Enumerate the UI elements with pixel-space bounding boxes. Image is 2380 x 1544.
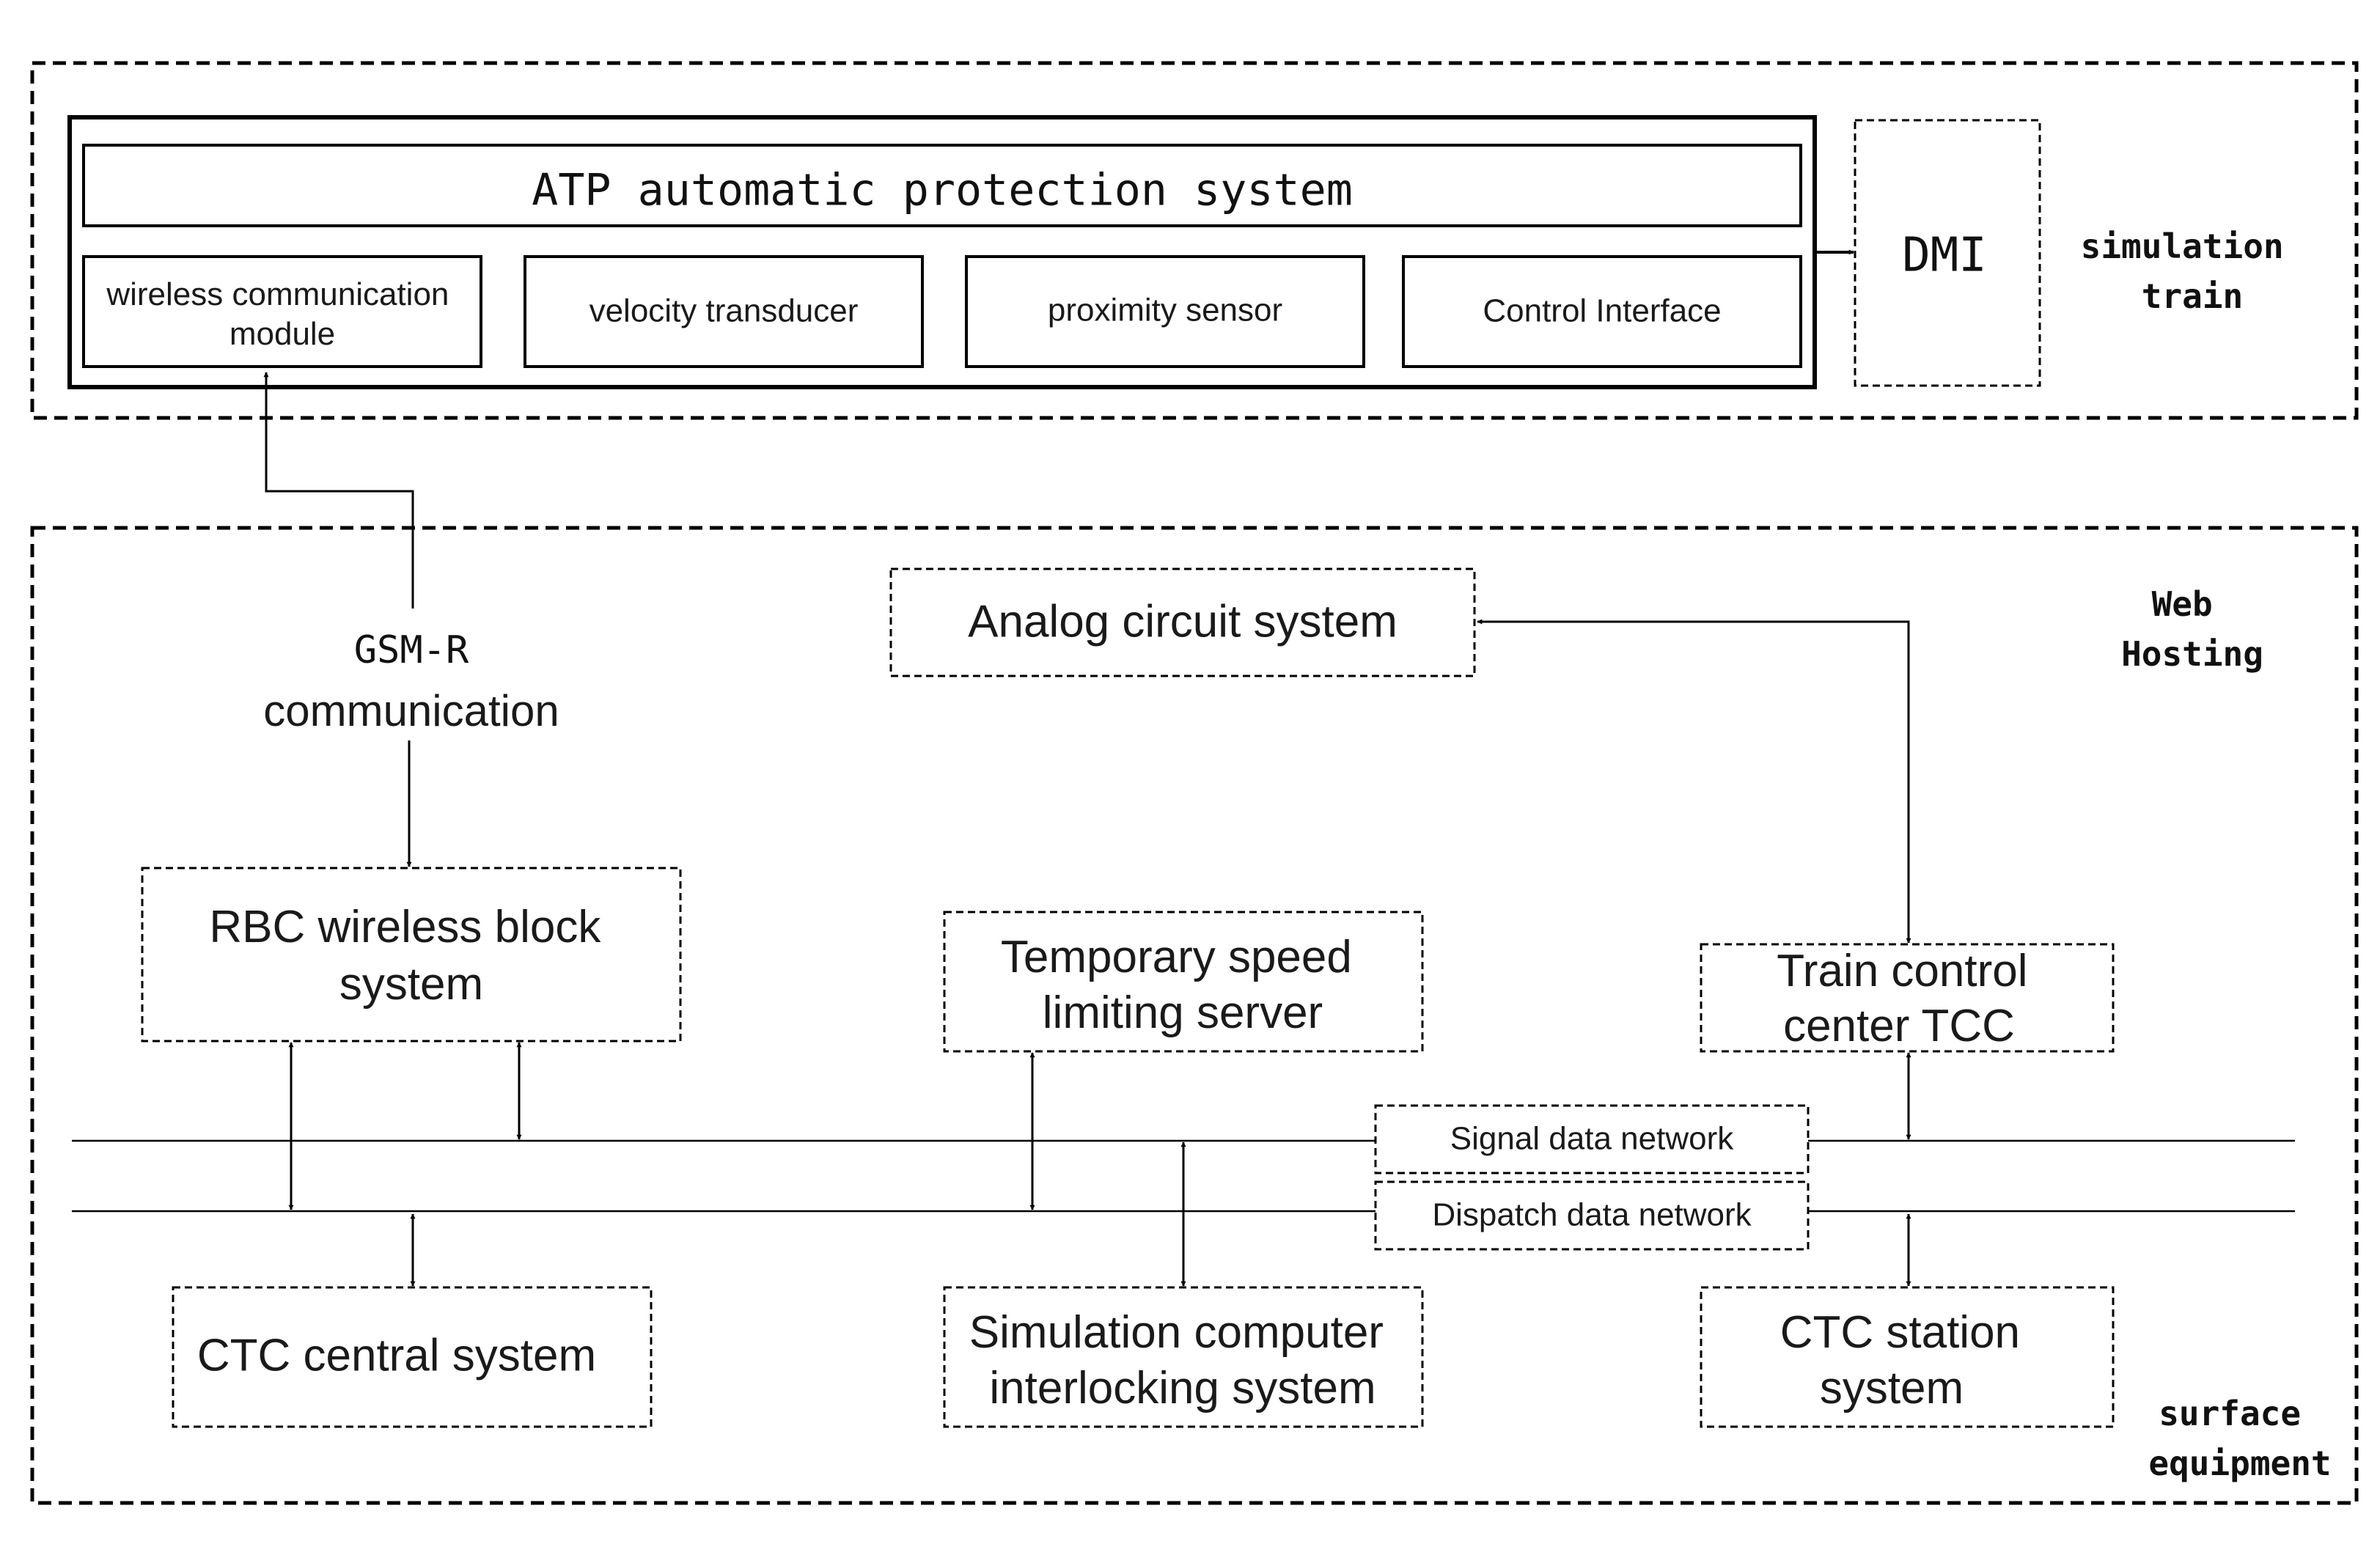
gsmr-label: GSM-R	[354, 628, 469, 672]
surface-equipment-label: surface equipment	[2148, 1394, 2331, 1483]
control-interface-label: Control Interface	[1483, 293, 1721, 329]
atp-title: ATP automatic protection system	[532, 165, 1353, 216]
analog-circuit-system-box	[889, 567, 1476, 677]
ctc-station-system-box	[1700, 1286, 2115, 1428]
signal-data-network-box	[1374, 1104, 1810, 1174]
dispatch-data-network-box	[1374, 1180, 1810, 1251]
velocity-transducer-box	[524, 255, 924, 368]
train-control-center-label: Train control center TCC	[1777, 946, 2041, 1051]
dmi-box	[1854, 119, 2041, 387]
analog-tcc-link	[1477, 619, 1911, 944]
simulation-train-label: simulation train	[2081, 227, 2304, 316]
gsmr-uplink-line	[263, 372, 414, 609]
temporary-speed-limiting-server-label: Temporary speed limiting server	[1001, 932, 1365, 1038]
web-hosting-label: Web Hosting	[2121, 584, 2263, 674]
ctc-central-system-box	[172, 1286, 653, 1428]
communication-label: communication	[263, 686, 559, 735]
proximity-sensor-box	[965, 255, 1365, 368]
dispatch-data-network-label: Dispatch data network	[1432, 1197, 1752, 1233]
train-control-center-box	[1700, 943, 2115, 1053]
wireless-communication-module-box	[82, 255, 482, 368]
rbc-wireless-block-label: RBC wireless block system	[209, 902, 613, 1010]
proximity-sensor-label: proximity sensor	[1048, 293, 1282, 328]
simulation-computer-interlocking-box	[943, 1286, 1424, 1428]
atp-title-box	[82, 144, 1802, 227]
analog-circuit-system-label: Analog circuit system	[968, 596, 1397, 647]
dmi-label: DMI	[1902, 229, 1987, 283]
ctc-central-system-label: CTC central system	[197, 1330, 596, 1381]
simulation-computer-interlocking-label: Simulation computer interlocking system	[969, 1307, 1396, 1414]
simulation-train-region	[30, 61, 2359, 420]
velocity-transducer-label: velocity transducer	[590, 293, 859, 329]
wireless-communication-module-label: wireless communication module	[106, 276, 458, 352]
signal-data-network-label: Signal data network	[1450, 1121, 1734, 1157]
control-interface-box	[1402, 255, 1802, 368]
rbc-wireless-block-box	[141, 867, 682, 1043]
ctc-station-system-label: CTC station system	[1780, 1307, 2033, 1414]
temporary-speed-limiting-server-box	[943, 911, 1424, 1053]
surface-equipment-region	[30, 526, 2359, 1505]
